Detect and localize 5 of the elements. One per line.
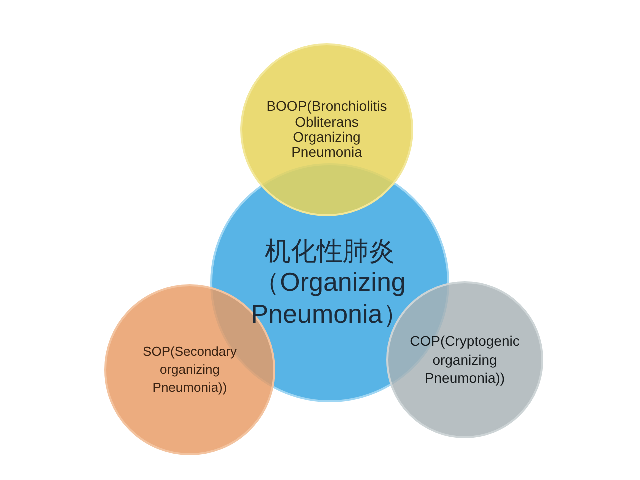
term-text: BOOP(Bronchiolitis Obliterans Organizing Pneumonia xyxy=(266,99,388,161)
term-text: COP(Cryptogenic organizing Pneumonia)) xyxy=(409,332,521,388)
venn-circle xyxy=(240,43,414,217)
heading-text: 机化性肺炎（Organizing Pneumonia） xyxy=(250,236,410,330)
term-text: SOP(Secondary organizing Pneumonia)) xyxy=(142,342,238,398)
